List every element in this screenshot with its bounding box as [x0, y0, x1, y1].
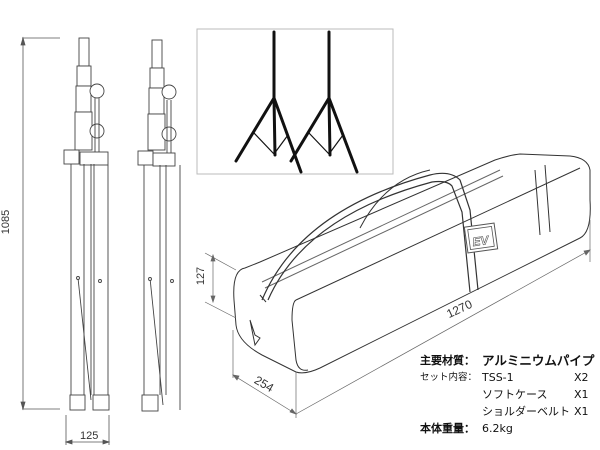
contents-label: セット内容： [420, 372, 478, 383]
bag-dimensions [204, 220, 591, 418]
material-value: アルミニウムパイプ [482, 353, 595, 368]
spec-contents-row: セット内容： TSS-1 X2 [420, 369, 600, 386]
width-dimension [64, 415, 111, 445]
ev-logo [463, 222, 499, 254]
height-dimension [20, 36, 60, 411]
ev-logo-text: EV [472, 233, 491, 249]
bag-height-label: 127 [195, 266, 208, 286]
content-item-qty: X2 [574, 371, 589, 384]
soft-case-drawing [233, 153, 591, 374]
content-item-name: ソフトケース [482, 388, 548, 401]
stands-photo [196, 28, 394, 175]
spec-contents-row: ソフトケース X1 [420, 386, 600, 403]
content-item-qty: X1 [574, 405, 589, 418]
spec-material-row: 主要材質： アルミニウムパイプ [420, 352, 600, 369]
stand-front-view [63, 37, 110, 411]
width-label: 125 [80, 430, 99, 442]
content-item-name: TSS-1 [482, 371, 514, 384]
spec-contents-row: ショルダーベルト X1 [420, 403, 600, 420]
height-label: 1085 [0, 209, 13, 235]
material-label: 主要材質： [420, 354, 475, 367]
content-item-qty: X1 [574, 388, 589, 401]
spec-table: 主要材質： アルミニウムパイプ セット内容： TSS-1 X2 ソフトケース X… [420, 352, 600, 437]
stand-side-view [137, 39, 181, 412]
weight-value: 6.2kg [482, 422, 513, 435]
weight-label: 本体重量： [420, 422, 475, 435]
content-item-name: ショルダーベルト [482, 405, 570, 418]
spec-weight-row: 本体重量： 6.2kg [420, 420, 600, 437]
